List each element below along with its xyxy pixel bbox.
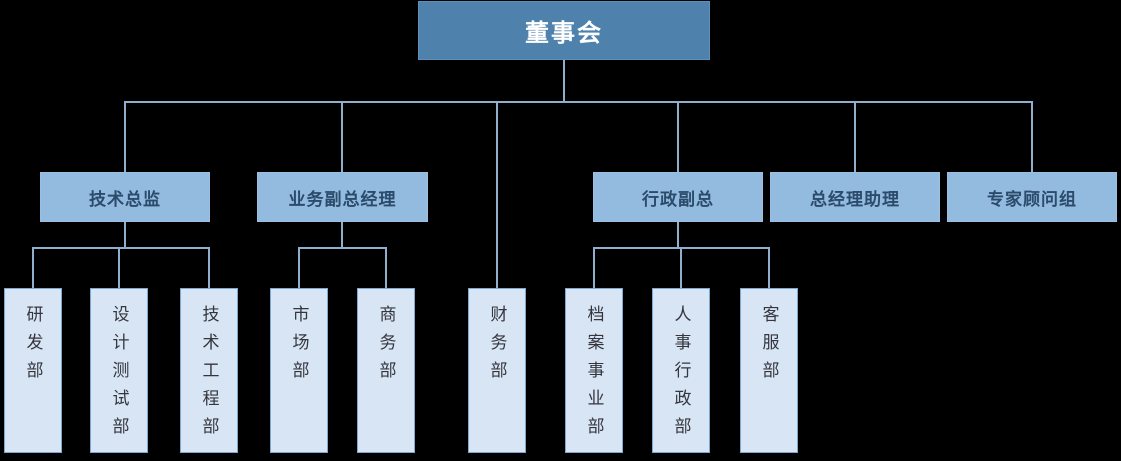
node-gm-assistant[interactable]: 总经理助理 — [770, 172, 940, 222]
node-expert-advisors-label: 专家顾问组 — [987, 189, 1077, 209]
node-hr-admin-dept-label: 人事行政部 — [671, 305, 691, 445]
connector-business-horizontal — [298, 247, 387, 249]
connector-main-horizontal — [124, 101, 1033, 103]
node-expert-advisors[interactable]: 专家顾问组 — [947, 172, 1117, 222]
connector-drop-gm-assistant — [854, 101, 856, 172]
node-commerce-dept-label: 商务部 — [376, 305, 396, 389]
connector-business-stub — [341, 222, 343, 247]
node-gm-assistant-label: 总经理助理 — [810, 189, 900, 209]
connector-drop-business-gm — [341, 101, 343, 172]
node-business-deputy-gm-label: 业务副总经理 — [288, 189, 397, 209]
connector-drop-commerce — [385, 247, 387, 288]
node-archives-dept-label: 档案事业部 — [584, 305, 604, 445]
node-finance-dept[interactable]: 财务部 — [468, 288, 526, 453]
connector-drop-marketing — [298, 247, 300, 288]
node-marketing-dept-label: 市场部 — [289, 305, 309, 389]
connector-drop-rd — [32, 247, 34, 288]
node-hr-admin-dept[interactable]: 人事行政部 — [652, 288, 710, 453]
connector-drop-design-test — [118, 247, 120, 288]
node-rd-dept[interactable]: 研发部 — [4, 288, 62, 453]
node-admin-deputy[interactable]: 行政副总 — [593, 172, 763, 222]
connector-drop-admin-deputy — [677, 101, 679, 172]
node-tech-director[interactable]: 技术总监 — [40, 172, 210, 222]
connector-drop-cust-service — [768, 247, 770, 288]
node-rd-dept-label: 研发部 — [23, 305, 43, 389]
node-tech-engineering-dept[interactable]: 技术工程部 — [180, 288, 238, 453]
connector-drop-hr-admin — [680, 247, 682, 288]
connector-drop-expert-group — [1031, 101, 1033, 172]
node-finance-dept-label: 财务部 — [487, 305, 507, 389]
node-tech-engineering-dept-label: 技术工程部 — [199, 305, 219, 445]
node-design-testing-dept-label: 设计测试部 — [109, 305, 129, 445]
node-tech-director-label: 技术总监 — [89, 189, 161, 209]
node-admin-deputy-label: 行政副总 — [642, 189, 714, 209]
node-archives-dept[interactable]: 档案事业部 — [565, 288, 623, 453]
connector-drop-finance — [496, 101, 498, 288]
node-design-testing-dept[interactable]: 设计测试部 — [90, 288, 148, 453]
connector-drop-tech-eng — [208, 247, 210, 288]
node-board-label: 董事会 — [525, 20, 603, 47]
node-customer-service-dept-label: 客服部 — [759, 305, 779, 389]
connector-root-stub — [563, 60, 565, 101]
node-marketing-dept[interactable]: 市场部 — [270, 288, 328, 453]
node-customer-service-dept[interactable]: 客服部 — [740, 288, 798, 453]
connector-tech-stub — [124, 222, 126, 247]
connector-drop-tech-director — [124, 101, 126, 172]
node-business-deputy-gm[interactable]: 业务副总经理 — [257, 172, 428, 222]
connector-drop-archives — [593, 247, 595, 288]
node-commerce-dept[interactable]: 商务部 — [357, 288, 415, 453]
connector-admin-stub — [677, 222, 679, 247]
connector-tech-horizontal — [32, 247, 210, 249]
node-board[interactable]: 董事会 — [418, 1, 710, 60]
